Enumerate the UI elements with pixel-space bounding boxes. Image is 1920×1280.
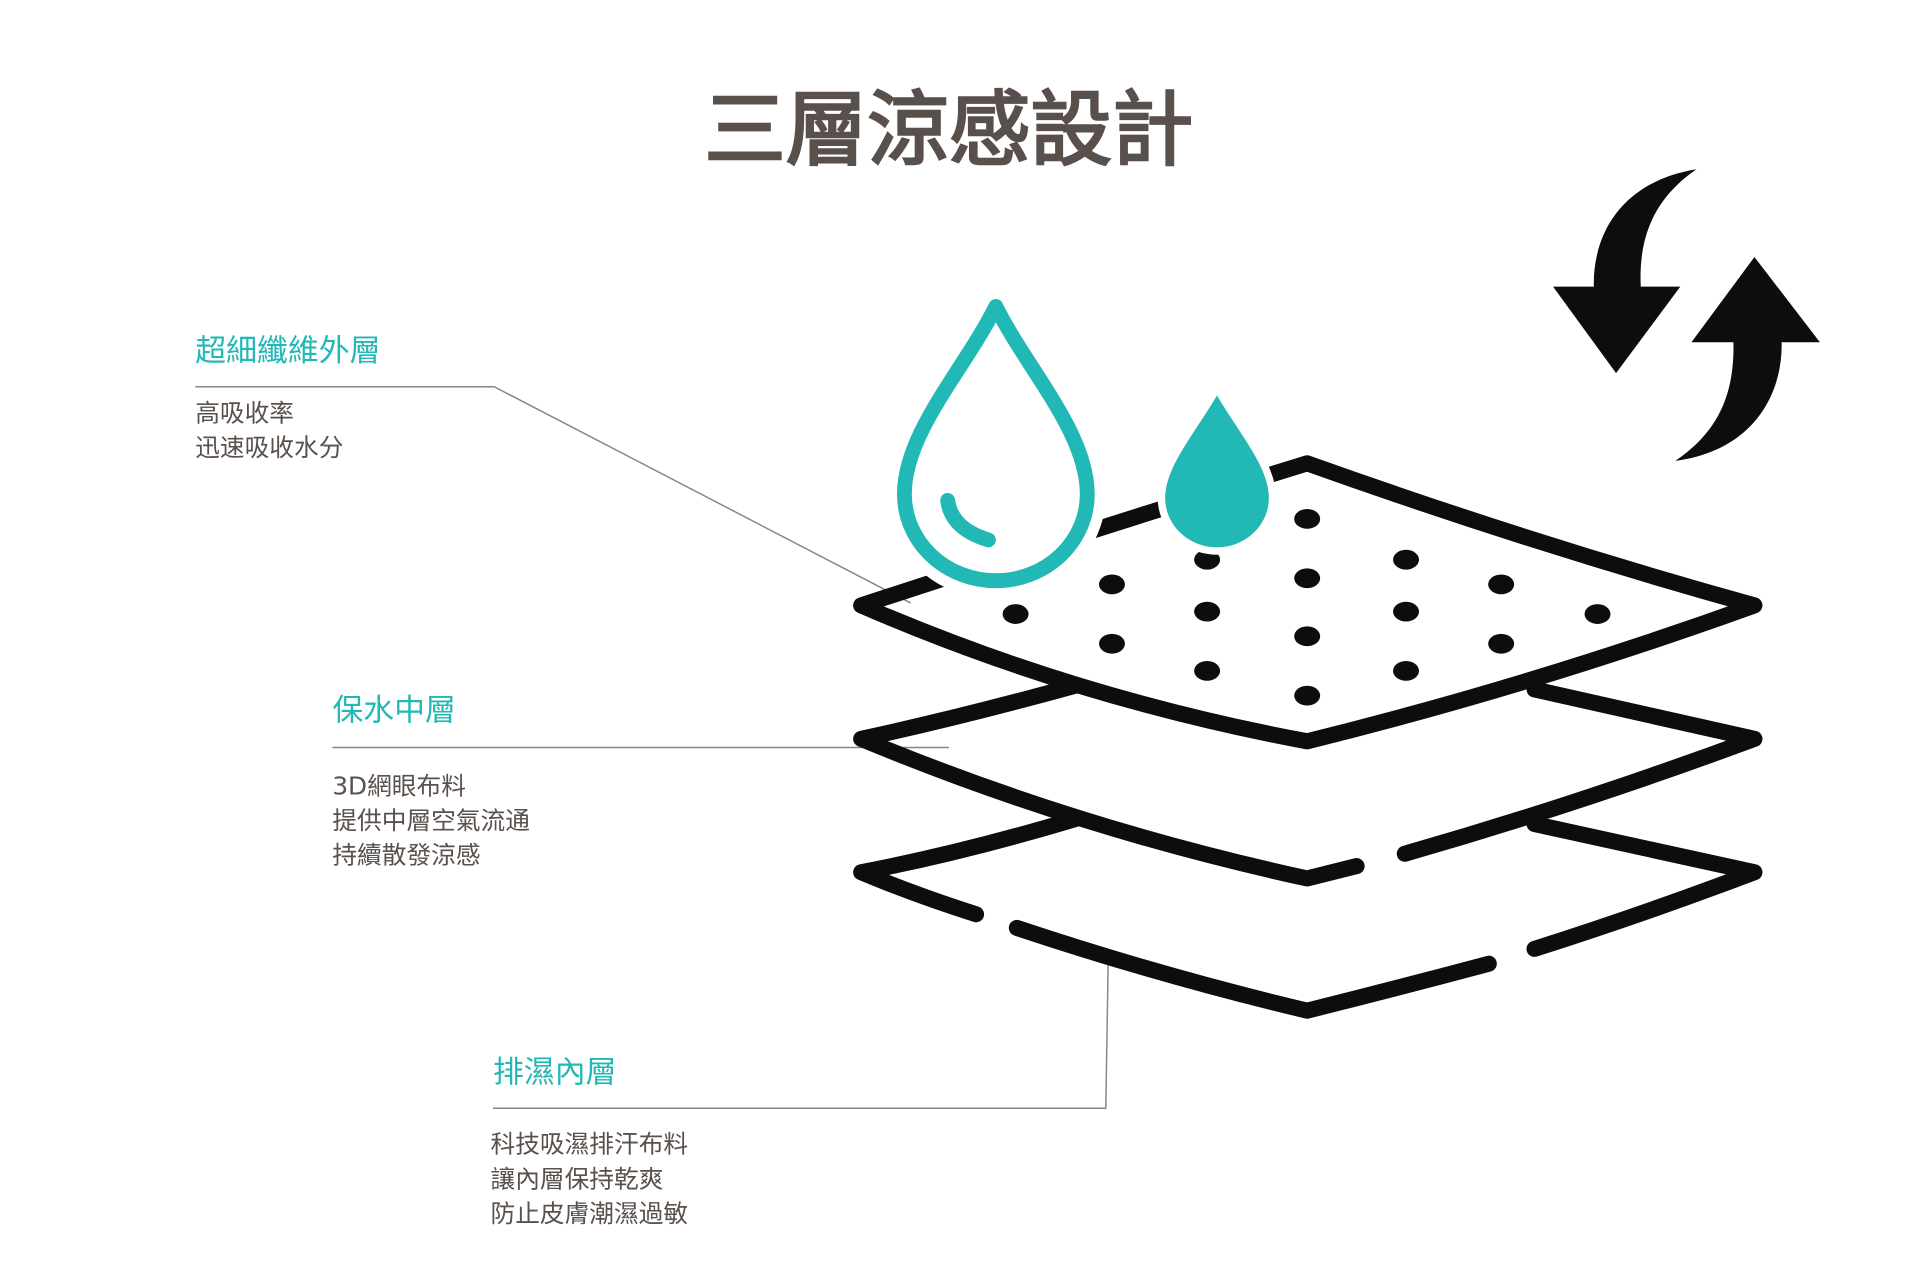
perforation-dot [1393, 601, 1419, 622]
leader-line-outer [195, 385, 911, 604]
water-drop-outline-icon [885, 264, 1106, 600]
perforation-dot [1294, 568, 1321, 589]
perforation-dot [1393, 661, 1419, 681]
perforation-dot [1294, 626, 1321, 647]
perforation-dot [1488, 574, 1515, 595]
circulation-arrows-icon [1553, 169, 1820, 461]
layer-desc-line: 防止皮膚潮濕過敏 [491, 1199, 689, 1228]
perforation-dot [1194, 601, 1221, 622]
layer-label-inner: 排濕內層 [493, 1054, 617, 1090]
layer-desc-line: 科技吸濕排汗布料 [491, 1130, 689, 1159]
layer-label-middle: 保水中層 [332, 692, 456, 728]
water-drop-filled-icon [1157, 380, 1277, 555]
annotation-middle-layer: 保水中層 3D網眼布料 提供中層空氣流通 持續散發涼感 [332, 692, 949, 870]
leader-line-inner [492, 957, 1110, 1110]
perforation-dot [1194, 661, 1221, 681]
perforation-dot [1098, 633, 1125, 654]
perforation-dot [1584, 604, 1611, 624]
layer-desc-line: 迅速吸收水分 [195, 433, 343, 462]
layer-label-outer: 超細纖維外層 [195, 333, 380, 369]
perforation-dot [1098, 574, 1125, 595]
middle-layer [853, 677, 1763, 887]
layer-desc-line: 持續散發涼感 [332, 841, 480, 870]
layer-desc-line: 高吸收率 [195, 398, 294, 427]
fabric-layers-icon [853, 455, 1763, 1019]
layer-desc-line: 提供中層空氣流通 [332, 806, 530, 835]
perforation-dot [1002, 604, 1029, 624]
perforation-dots [1002, 509, 1611, 706]
arrow-down-icon [1553, 169, 1697, 374]
arrow-up-icon [1675, 256, 1820, 461]
layer-desc-line: 3D網眼布料 [332, 771, 466, 800]
perforation-dot [1294, 685, 1321, 706]
perforation-dot [1393, 549, 1419, 570]
layer-desc-line: 讓內層保持乾爽 [491, 1164, 664, 1193]
perforation-dot [1294, 509, 1321, 529]
annotation-inner-layer: 排濕內層 科技吸濕排汗布料 讓內層保持乾爽 防止皮膚潮濕過敏 [491, 957, 1110, 1228]
perforation-dot [1488, 633, 1515, 654]
annotation-outer-layer: 超細纖維外層 高吸收率 迅速吸收水分 [195, 333, 911, 604]
perforation-dot [1194, 549, 1221, 570]
bottom-layer [853, 811, 1763, 1019]
page-title: 三層涼感設計 [704, 83, 1193, 178]
